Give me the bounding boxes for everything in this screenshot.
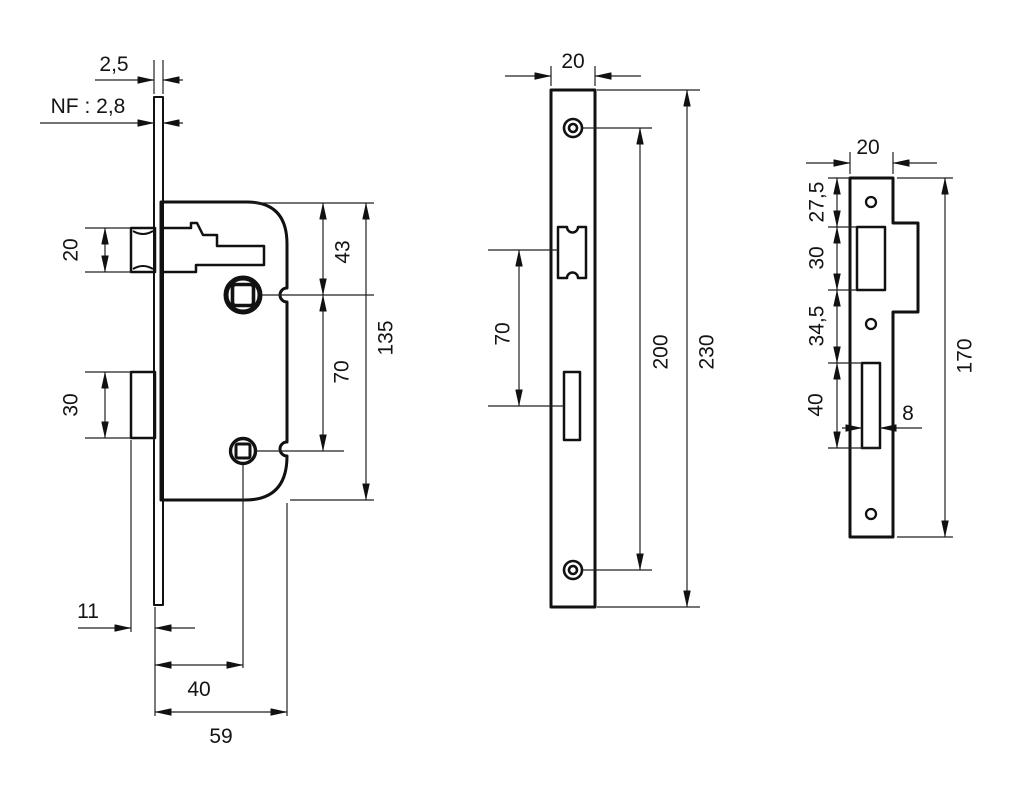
ext-lines-latch [85,227,131,273]
dim-label-sp-bolt-cutout: 40 [805,393,828,416]
lock-case-body [159,200,289,502]
dim-label-sp-top-to-latch: 27,5 [806,182,829,223]
lower-square-hole [234,442,252,460]
dim-label-follower-to-bolt: 70 [331,360,354,383]
faceplate-edge [153,96,164,606]
faceplate-screw-hole-bottom-inner [567,564,579,576]
deadbolt-cutout [562,370,582,442]
faceplate-screw-hole-bottom [562,559,584,581]
ext-lines-fp-70 [488,249,564,407]
dim-label-sp-height: 170 [954,338,977,373]
ext-lines-faceplate-top [153,60,164,94]
spindle-square-hole [230,282,256,308]
lock-case-side-view: 2,5 NF : 2,8 20 30 43 70 135 11 [40,53,398,748]
ext-lines-deadbolt [85,371,131,439]
faceplate-outline [549,88,597,609]
dim-label-sp-bolt-width: 8 [902,402,914,425]
strike-plate-outline [848,176,920,539]
dim-label-nf-thickness: NF : 2,8 [51,95,126,118]
dim-label-backset: 40 [187,678,210,701]
dim-label-sp-latch-cutout: 30 [806,246,829,269]
strike-plate-view: 20 27,5 30 34,5 40 8 170 [805,136,977,539]
lower-follower [228,436,258,466]
latch-bevel-top [132,230,154,235]
dim-label-sp-between-cutouts: 34,5 [806,306,829,347]
spindle-follower [223,275,263,315]
faceplate-dimensions: 20 70 200 230 [488,50,719,608]
ext-lines-fp-230 [597,89,700,608]
dim-label-case-height: 135 [375,320,398,355]
lock-case-outline [129,96,289,606]
dim-label-faceplate-thickness: 2,5 [99,53,128,76]
strike-screw-hole-bottom [864,507,878,521]
strike-latch-opening [855,225,887,292]
dim-label-fp-height: 230 [696,334,719,369]
strike-bolt-opening [860,361,882,450]
dim-label-sp-width: 20 [856,136,879,159]
strike-screw-hole-top [864,195,878,209]
strike-screw-hole-middle [864,317,878,331]
ext-lines-right [250,202,374,501]
dim-label-latch-height: 20 [60,238,83,261]
dim-label-fp-screw-spacing: 200 [650,334,673,369]
dim-label-deadbolt-height: 30 [60,393,83,416]
dim-label-top-to-follower: 43 [332,240,355,263]
faceplate-front-view: 20 70 200 230 [488,50,719,609]
latch-bolt-tail [162,221,266,274]
ext-lines-sp-left [828,177,880,449]
lock-case-dimensions: 2,5 NF : 2,8 20 30 43 70 135 11 [40,53,398,748]
latch-cutout [556,225,588,280]
dim-label-fp-latch-to-bolt: 70 [492,322,515,345]
ext-lines-fp-200 [583,127,652,571]
deadbolt-head [129,370,157,440]
latch-bevel-bottom [132,265,154,270]
dim-label-bolt-protrusion: 11 [77,600,99,623]
faceplate-screw-hole-top-inner [567,122,579,134]
faceplate-screw-hole-top [562,117,584,139]
dim-label-fp-width: 20 [561,50,584,73]
strike-plate-body [848,176,920,539]
faceplate-plate [549,88,597,609]
dim-label-case-depth: 59 [209,725,232,748]
strike-plate-dimensions: 20 27,5 30 34,5 40 8 170 [805,136,977,538]
